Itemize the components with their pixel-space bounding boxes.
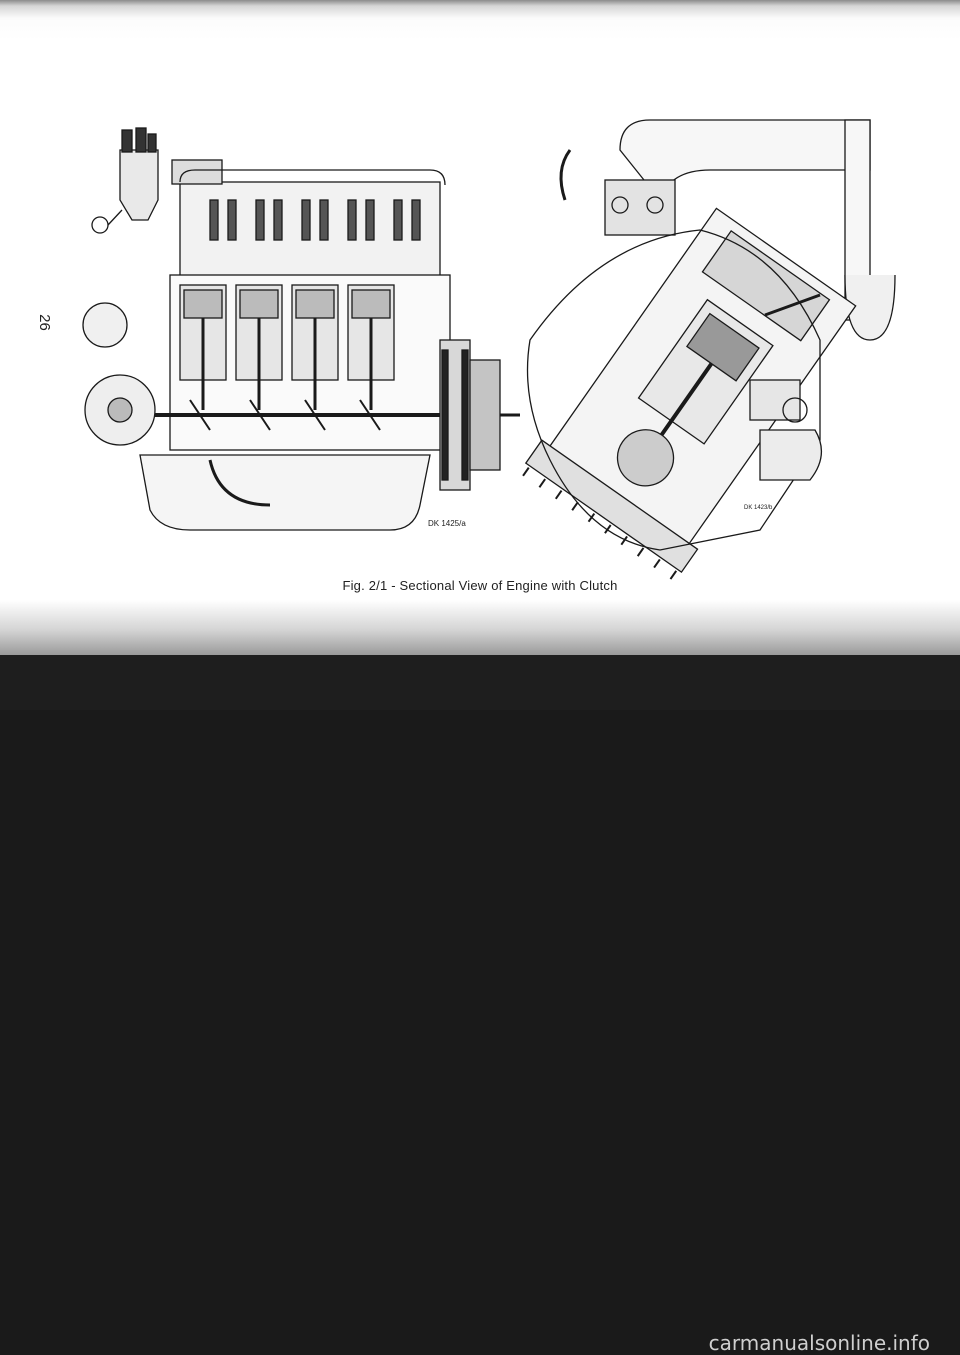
page-number: 26 (35, 314, 53, 331)
engine-transverse-section-icon (522, 119, 896, 580)
engine-longitudinal-section-icon (82, 127, 520, 531)
manual-page: 26 (0, 0, 960, 655)
watermark-text: carmanualsonline.info (708, 1331, 930, 1355)
engine-section-figure (60, 110, 940, 580)
figure-caption: Fig. 2/1 - Sectional View of Engine with… (342, 578, 618, 593)
drawing-label-left: DK 1425/a (428, 519, 466, 528)
drawing-label-right: DK 1423/b (744, 505, 773, 511)
footer-bar: carmanualsonline.info (0, 655, 960, 1355)
